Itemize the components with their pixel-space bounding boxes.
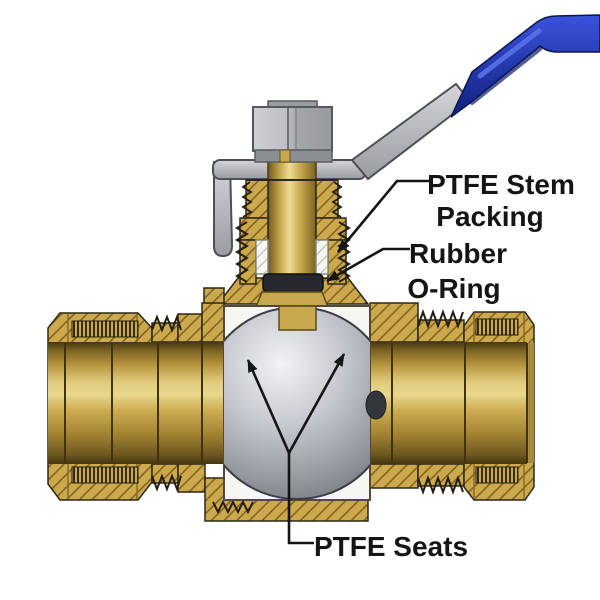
port-hole bbox=[365, 390, 387, 420]
stem-nut-washer bbox=[254, 149, 333, 163]
label-stem-packing-line2: Packing bbox=[436, 201, 543, 232]
right-end-face bbox=[527, 343, 534, 463]
drain-thread-zigzag bbox=[212, 499, 254, 515]
stem-hex-nut bbox=[252, 100, 333, 152]
gland-threads-right bbox=[331, 181, 343, 218]
bonnet-threads-left bbox=[235, 221, 249, 283]
label-o-ring-line2: O-Ring bbox=[407, 273, 500, 304]
gland-threads-left bbox=[241, 181, 253, 218]
stem-tang bbox=[278, 305, 317, 331]
leader-seats-stem bbox=[287, 453, 314, 545]
thread-zigzags bbox=[151, 309, 464, 515]
label-ptfe-seats: PTFE Seats bbox=[314, 531, 468, 562]
ptfe-stem-packing-right bbox=[315, 239, 329, 275]
rubber-o-ring bbox=[262, 273, 324, 293]
bore-seam-lines bbox=[64, 343, 528, 463]
handle-left-tab bbox=[213, 161, 234, 258]
handle-grip bbox=[450, 14, 600, 118]
ball-cavity bbox=[223, 305, 371, 501]
flow-bore-left bbox=[48, 342, 224, 464]
leader-seat-right-arrow bbox=[287, 353, 346, 454]
label-o-ring-line1: Rubber bbox=[409, 238, 507, 269]
ptfe-stem-packing bbox=[255, 239, 329, 275]
leader-lines bbox=[246, 179, 431, 545]
leader-stem-packing bbox=[337, 179, 431, 253]
valve-ball bbox=[224, 306, 370, 500]
label-stem-packing-line1: PTFE Stem bbox=[427, 169, 575, 200]
internal-thread-combs bbox=[71, 318, 519, 484]
flow-bore-right bbox=[370, 342, 527, 464]
leader-o-ring bbox=[326, 247, 410, 283]
stem-collar bbox=[254, 291, 330, 308]
handle-bar-diagonal bbox=[350, 82, 472, 181]
ptfe-stem-packing-left bbox=[255, 239, 269, 275]
leader-seat-left-arrow bbox=[246, 359, 291, 454]
